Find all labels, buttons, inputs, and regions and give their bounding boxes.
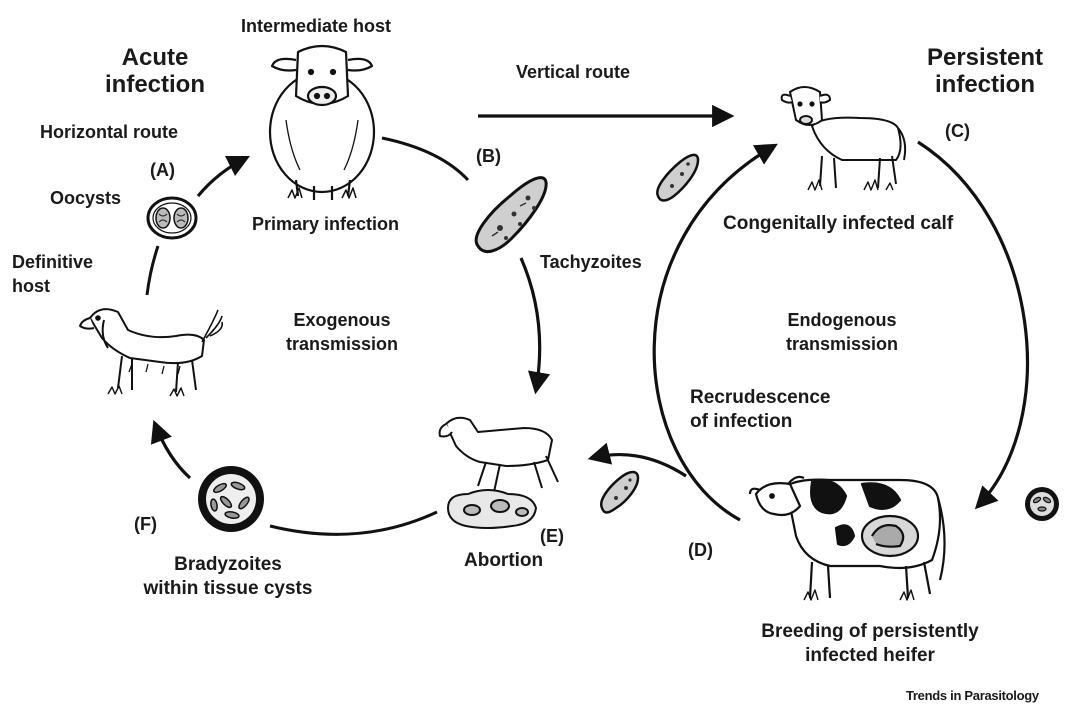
- recrudescence-label: Recrudescence of infection: [690, 386, 830, 434]
- bradyzoites-line-2: within tissue cysts: [118, 577, 338, 601]
- cow-to-tachyzoite-arc: [382, 138, 468, 180]
- recrudescence-to-abortion-arrow: [592, 455, 686, 476]
- breeding-line-1: Breeding of persistently: [730, 620, 1010, 644]
- exogenous-line-1: Exogenous: [262, 308, 422, 332]
- tachyzoite-to-abortion-arrow: [521, 258, 540, 390]
- endogenous-line-2: transmission: [762, 332, 922, 356]
- endogenous-line-1: Endogenous: [762, 308, 922, 332]
- acute-infection-title: Acute infection: [100, 44, 210, 98]
- tachyzoite-icon: [601, 472, 638, 513]
- pregnant-heifer-icon: [750, 477, 945, 600]
- primary-infection-label: Primary infection: [252, 212, 399, 236]
- horizontal-route-label: Horizontal route: [40, 120, 178, 144]
- recrudescence-line-1: Recrudescence: [690, 386, 830, 410]
- marker-d: (D): [688, 538, 713, 562]
- definitive-host-label: Definitive host: [12, 250, 93, 298]
- calf-icon: [782, 87, 905, 190]
- breeding-heifer-label: Breeding of persistently infected heifer: [730, 620, 1010, 668]
- bradyzoites-label: Bradyzoites within tissue cysts: [118, 553, 338, 601]
- acute-title-line-2: infection: [100, 71, 210, 98]
- persistent-title-line-2: infection: [910, 71, 1060, 98]
- recrudescence-to-calf-arrow: [654, 146, 774, 520]
- abortion-to-cyst-arc: [270, 512, 437, 534]
- tachyzoites-label: Tachyzoites: [540, 250, 642, 274]
- acute-title-line-1: Acute: [100, 44, 210, 71]
- journal-credit: Trends in Parasitology: [906, 688, 1039, 703]
- oocyst-icon: [148, 198, 196, 238]
- tissue-cyst-icon: [1025, 487, 1059, 521]
- persistent-infection-title: Persistent infection: [910, 44, 1060, 98]
- bradyzoites-line-1: Bradyzoites: [118, 553, 338, 577]
- intermediate-host-label: Intermediate host: [241, 14, 391, 38]
- tissue-cyst-icon: [198, 466, 264, 532]
- abortion-label: Abortion: [464, 549, 543, 573]
- marker-b: (B): [476, 144, 501, 168]
- calf-to-heifer-arrow: [918, 142, 1027, 506]
- cyst-to-dog-arrow: [155, 424, 190, 478]
- dog-to-oocyst-arrow: [147, 246, 158, 295]
- congenitally-infected-calf-label: Congenitally infected calf: [723, 212, 953, 236]
- marker-c: (C): [945, 119, 970, 143]
- tachyzoite-icon: [476, 178, 546, 252]
- cow-icon: [270, 46, 374, 200]
- oocyst-to-cow-arrow: [198, 158, 246, 196]
- marker-f: (F): [134, 512, 157, 536]
- exogenous-line-2: transmission: [262, 332, 422, 356]
- exogenous-transmission-label: Exogenous transmission: [262, 308, 422, 356]
- definitive-host-line-2: host: [12, 274, 93, 298]
- persistent-title-line-1: Persistent: [910, 44, 1060, 71]
- oocysts-label: Oocysts: [50, 186, 121, 210]
- recrudescence-line-2: of infection: [690, 410, 830, 434]
- endogenous-transmission-label: Endogenous transmission: [762, 308, 922, 356]
- marker-e: (E): [540, 524, 564, 548]
- aborted-fetus-icon: [440, 418, 558, 528]
- vertical-route-label: Vertical route: [516, 60, 630, 84]
- tachyzoite-icon: [657, 155, 698, 201]
- marker-a: (A): [150, 158, 175, 182]
- definitive-host-line-1: Definitive: [12, 250, 93, 274]
- dog-icon: [80, 309, 222, 396]
- breeding-line-2: infected heifer: [730, 644, 1010, 668]
